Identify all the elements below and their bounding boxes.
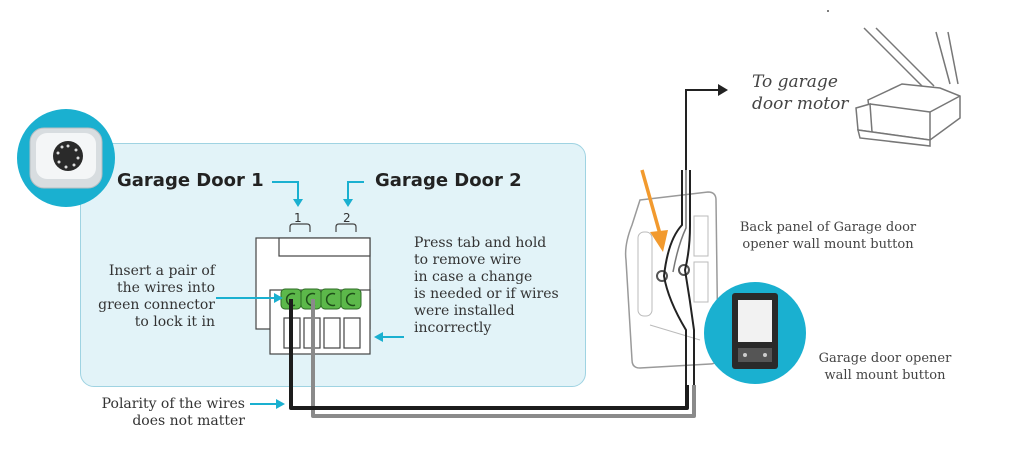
back-panel-note: Back panel of Garage door opener wall mo… bbox=[728, 219, 928, 253]
press-line: were installed bbox=[414, 303, 515, 319]
motor-line: To garage bbox=[752, 72, 838, 92]
insert-line: green connector bbox=[98, 297, 215, 313]
polarity-line: Polarity of the wires bbox=[101, 396, 245, 412]
port-arrows bbox=[272, 181, 364, 200]
press-line: Press tab and hold bbox=[414, 235, 547, 251]
insert-line: the wires into bbox=[117, 280, 215, 296]
back-panel-line: opener wall mount button bbox=[742, 237, 914, 252]
press-tab-note: Press tab and hold to remove wire in cas… bbox=[414, 235, 559, 337]
insert-line: Insert a pair of bbox=[108, 263, 215, 279]
wires bbox=[289, 299, 696, 418]
press-line: is needed or if wires bbox=[414, 286, 559, 302]
wall-button-note: Garage door opener wall mount button bbox=[800, 350, 970, 384]
wall-button-icon bbox=[704, 282, 806, 384]
polarity-line: does not matter bbox=[132, 413, 245, 429]
insert-wires-note: Insert a pair of the wires into green co… bbox=[90, 263, 215, 331]
insert-line: to lock it in bbox=[134, 314, 215, 330]
wall-button-line: wall mount button bbox=[824, 368, 946, 383]
door2-label: Garage Door 2 bbox=[375, 170, 522, 191]
port2-label: 2 bbox=[343, 211, 351, 225]
press-line: in case a change bbox=[414, 269, 533, 285]
back-panel-line: Back panel of Garage door bbox=[739, 220, 917, 235]
motor-note: To garage door motor bbox=[752, 71, 848, 115]
back-panel-icon bbox=[624, 170, 719, 385]
port1-label: 1 bbox=[294, 211, 302, 225]
press-line: to remove wire bbox=[414, 252, 522, 268]
device-icon bbox=[17, 109, 115, 207]
door1-label: Garage Door 1 bbox=[117, 170, 264, 191]
polarity-note: Polarity of the wires does not matter bbox=[85, 396, 245, 430]
wall-button-line: Garage door opener bbox=[818, 351, 952, 366]
motor-line: door motor bbox=[752, 94, 849, 114]
garage-motor-icon bbox=[855, 27, 961, 147]
press-line: incorrectly bbox=[414, 320, 492, 336]
